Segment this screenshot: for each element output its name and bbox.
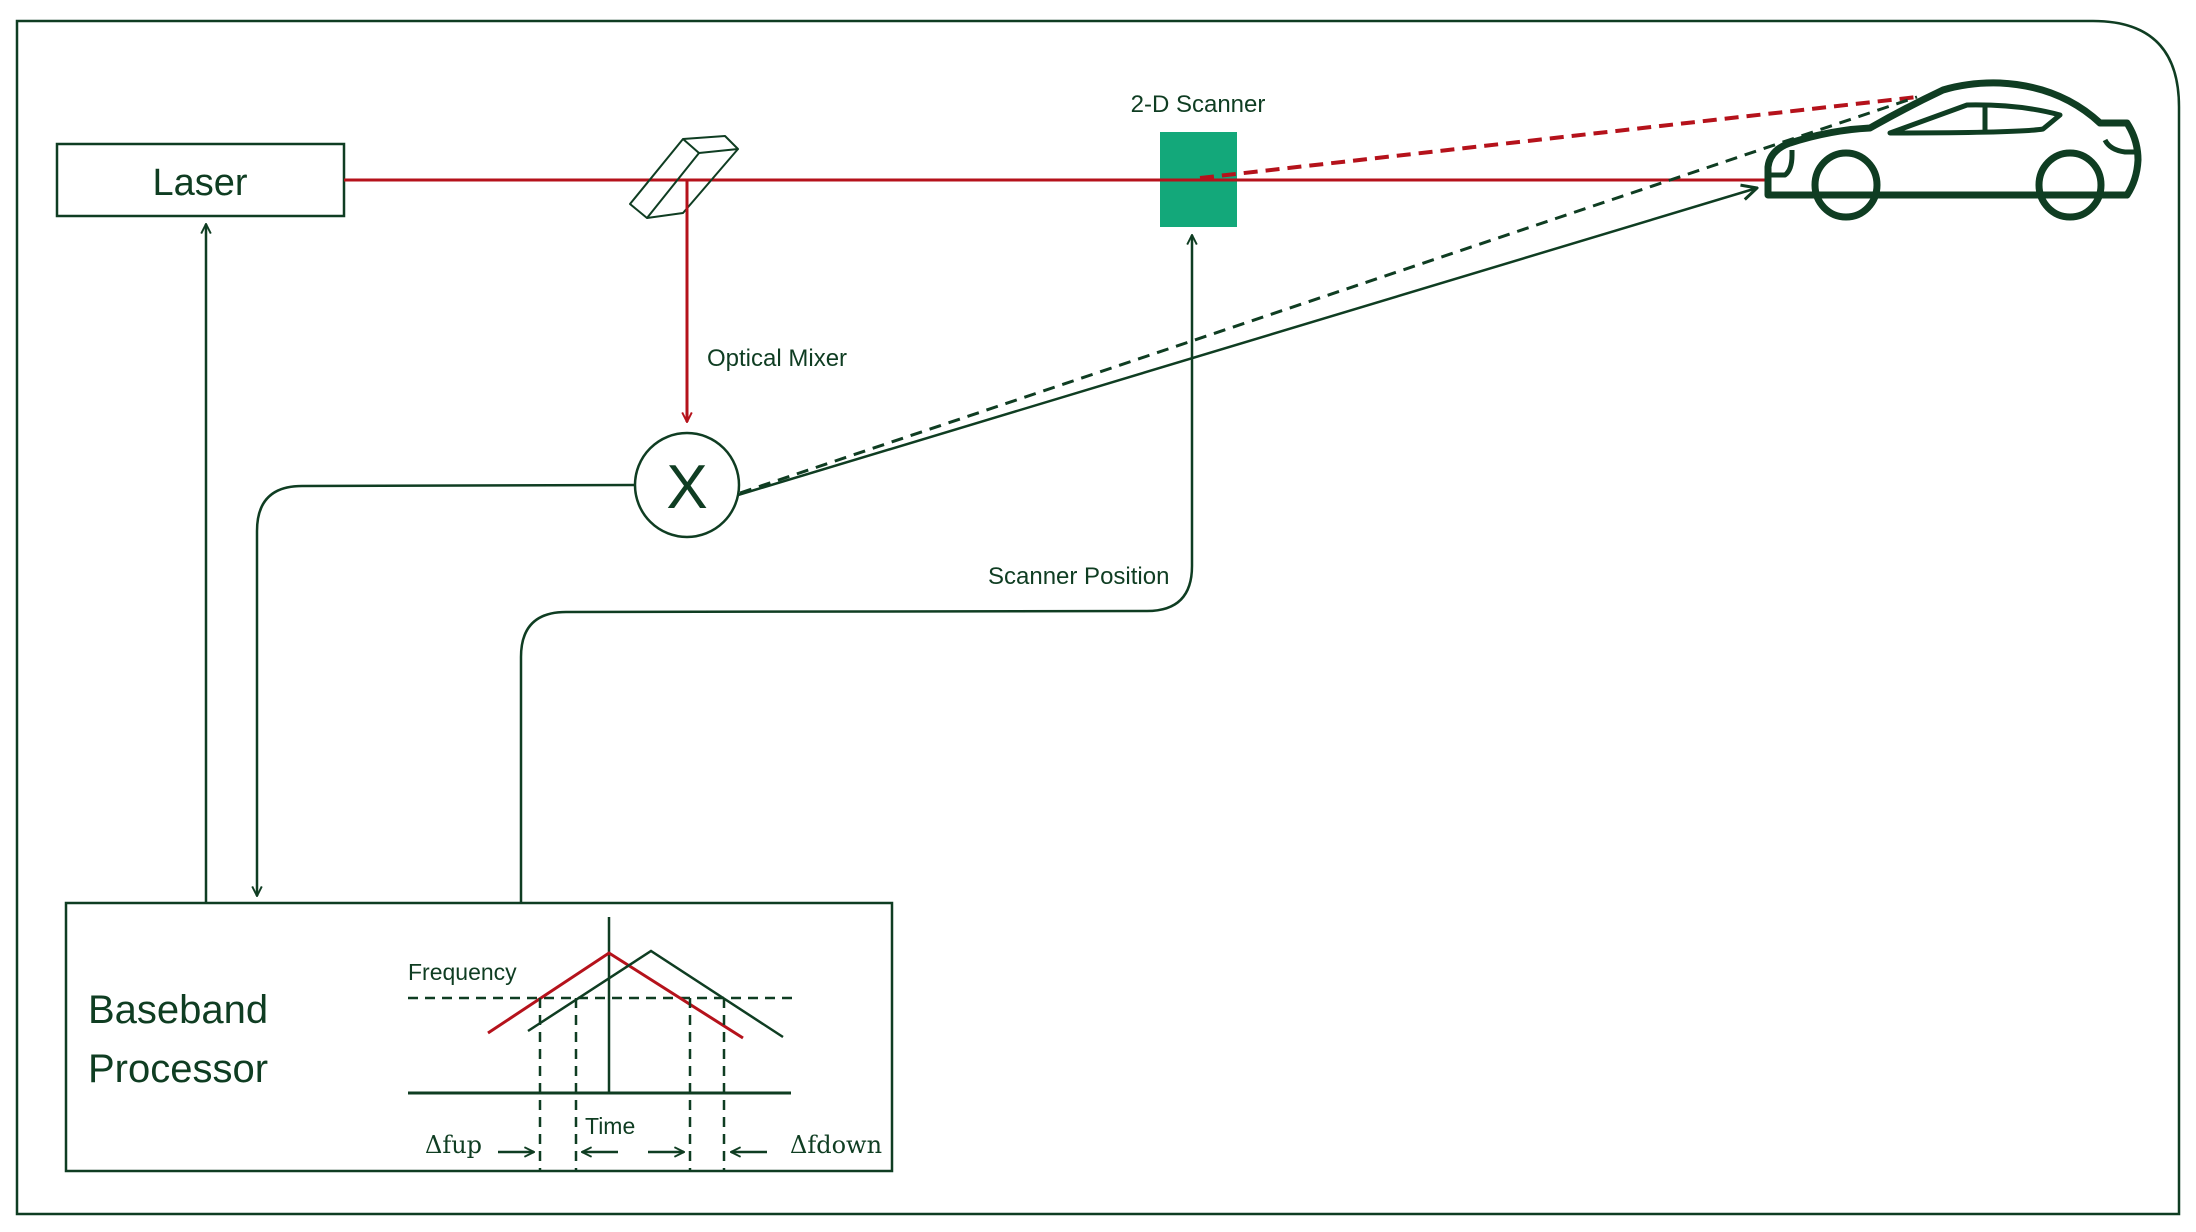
delta-f-down-label: Δfdown xyxy=(790,1131,882,1159)
processor-label-line1: Baseband xyxy=(88,988,268,1032)
scanner-block[interactable]: 2-D Scanner xyxy=(1131,91,1266,227)
scanner-position-label: Scanner Position xyxy=(988,563,1169,590)
fmcw-chart: Frequency Time Δfup Δfdown xyxy=(408,917,882,1171)
mixer-to-processor xyxy=(257,483,636,896)
optical-mixer[interactable]: X xyxy=(633,431,741,539)
processor-box[interactable] xyxy=(64,901,894,1173)
chart-y-label: Frequency xyxy=(408,959,517,985)
chart-received-chirp xyxy=(527,949,784,1039)
baseband-processor[interactable]: Baseband Processor xyxy=(64,901,894,1173)
return-path-dashed xyxy=(739,95,1918,495)
chart-transmitted-chirp xyxy=(487,951,744,1040)
return-path xyxy=(737,188,1757,497)
outer-frame xyxy=(15,19,2181,1216)
scanner-label: 2-D Scanner xyxy=(1131,91,1266,118)
beam-splitter-icon xyxy=(629,135,739,219)
laser-label: Laser xyxy=(152,162,247,204)
laser-block[interactable]: Laser xyxy=(55,142,346,218)
car-icon xyxy=(1764,79,2142,221)
optical-mixer-label: Optical Mixer xyxy=(707,345,847,372)
processor-label-line2: Processor xyxy=(88,1047,268,1091)
delta-f-up-label: Δfup xyxy=(425,1131,482,1159)
processor-to-scanner xyxy=(519,235,1192,902)
chart-x-label: Time xyxy=(585,1113,635,1139)
mixer-symbol: X xyxy=(666,453,707,522)
scanned-beam xyxy=(1199,95,1918,180)
